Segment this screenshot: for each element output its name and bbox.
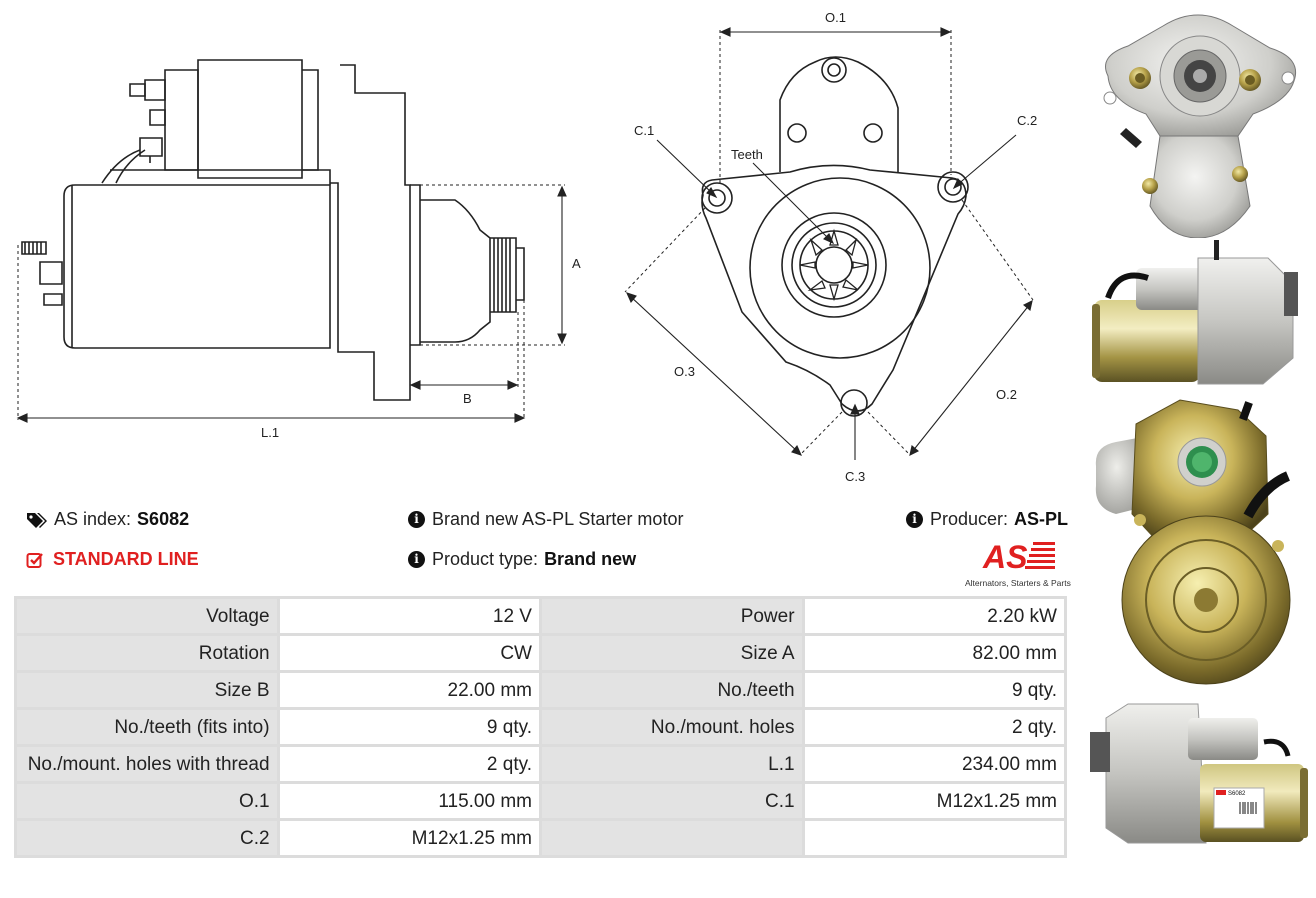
front-view-drawing: O.1 C.1 C.2 Teeth O.3 O.2 C.3	[624, 10, 1037, 484]
logo-tagline: Alternators, Starters & Parts	[965, 578, 1071, 588]
spec-value: 9 qty.	[804, 673, 1064, 707]
dim-a-label: A	[572, 256, 581, 271]
product-type: i Product type: Brand new	[408, 549, 636, 570]
dim-teeth-label: Teeth	[731, 147, 763, 162]
spec-label: Rotation	[17, 636, 277, 670]
spec-value: 234.00 mm	[804, 747, 1064, 781]
spec-label: No./teeth	[541, 673, 802, 707]
standard-line: STANDARD LINE	[26, 549, 199, 570]
spec-value: 2 qty.	[804, 710, 1064, 744]
product-photo-front	[1103, 14, 1296, 238]
spec-value: 9 qty.	[279, 710, 539, 744]
spec-value: 12 V	[279, 599, 539, 633]
spec-label: Size A	[541, 636, 802, 670]
spec-value	[804, 821, 1064, 855]
spec-value: 2 qty.	[279, 747, 539, 781]
spec-value: 2.20 kW	[804, 599, 1064, 633]
as-logo-mark: AS	[982, 539, 1055, 575]
spec-row: No./teeth (fits into)9 qty.No./mount. ho…	[17, 710, 1064, 744]
info-icon: i	[408, 511, 425, 528]
spec-label: No./mount. holes with thread	[17, 747, 277, 781]
dim-b-label: B	[463, 391, 472, 406]
producer-label: Producer:	[930, 509, 1009, 529]
as-index-label: AS index:	[54, 509, 132, 529]
spec-label: Size B	[17, 673, 277, 707]
spec-value: CW	[279, 636, 539, 670]
product-photo-side	[1092, 240, 1298, 385]
product-type-value: Brand new	[544, 549, 637, 569]
dim-c2-label: C.2	[1017, 113, 1037, 128]
tags-icon	[27, 512, 47, 528]
spec-value: 82.00 mm	[804, 636, 1064, 670]
photo-label-code: S6082	[1228, 791, 1246, 797]
spec-label: Voltage	[17, 599, 277, 633]
info-icon: i	[408, 551, 425, 568]
as-index: AS index: S6082	[26, 509, 189, 530]
dim-o3-label: O.3	[674, 364, 695, 379]
pinion-teeth	[799, 228, 869, 302]
as-pl-logo: AS Alternators, Starters & Parts	[965, 538, 1071, 588]
spec-value: M12x1.25 mm	[279, 821, 539, 855]
spec-label: Power	[541, 599, 802, 633]
dim-c3-label: C.3	[845, 469, 865, 484]
spec-label: O.1	[17, 784, 277, 818]
spec-value: 115.00 mm	[279, 784, 539, 818]
product-type-label: Product type:	[432, 549, 539, 569]
spec-value: 22.00 mm	[279, 673, 539, 707]
dim-o1-label: O.1	[825, 10, 846, 25]
spec-label: No./teeth (fits into)	[17, 710, 277, 744]
standard-line-label: STANDARD LINE	[53, 549, 199, 569]
dim-c1-label: C.1	[634, 123, 654, 138]
product-photo-rear	[1095, 399, 1291, 685]
spec-label: No./mount. holes	[541, 710, 802, 744]
checkbox-icon	[26, 552, 43, 568]
spec-label	[541, 821, 802, 855]
dim-l1-label: L.1	[261, 425, 279, 440]
spec-label: L.1	[541, 747, 802, 781]
product-photo-label: S6082	[1090, 703, 1308, 844]
spec-value: M12x1.25 mm	[804, 784, 1064, 818]
as-index-value: S6082	[137, 509, 190, 529]
spec-label: C.2	[17, 821, 277, 855]
side-view-drawing: A B L.1	[16, 59, 581, 440]
dim-o2-label: O.2	[996, 387, 1017, 402]
producer-value: AS-PL	[1014, 509, 1069, 529]
info-icon: i	[906, 511, 923, 528]
spec-label: C.1	[541, 784, 802, 818]
description-text: Brand new AS-PL Starter motor	[432, 509, 684, 529]
description: i Brand new AS-PL Starter motor	[408, 509, 683, 530]
logo-text: AS	[982, 539, 1028, 572]
producer: i Producer: AS-PL	[906, 509, 1068, 530]
